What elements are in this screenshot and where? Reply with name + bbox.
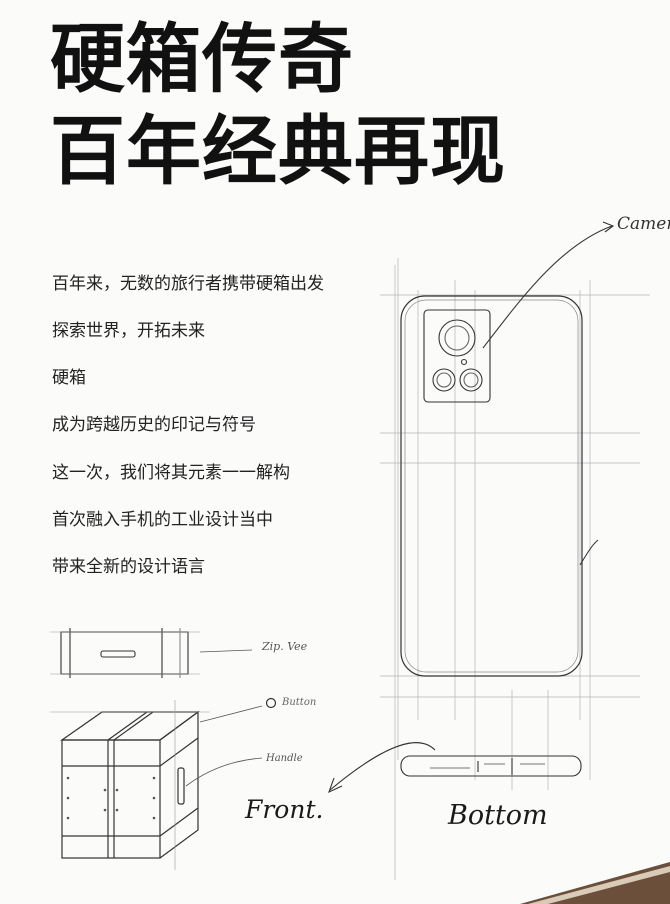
button-callout [199, 705, 263, 723]
suitcase-rivets [66, 776, 156, 820]
headline-line-1: 硬箱传奇 [50, 15, 355, 103]
design-line: 这一次，我们将其元素一一解构 [52, 463, 290, 483]
intro-line: 硬箱 [52, 368, 86, 388]
sketch-label-front: Front. [245, 795, 324, 824]
design-line: 带来全新的设计语言 [52, 557, 205, 577]
sketch-label-camera: Camera [617, 214, 670, 234]
sketch-label-bottom: Bottom [448, 800, 548, 831]
headline-line-2: 百年经典再现 [50, 107, 507, 195]
design-paragraph: 这一次，我们将其元素一一解构 首次融入手机的工业设计当中 带来全新的设计语言 [52, 465, 382, 606]
intro-paragraph: 百年来，无数的旅行者携带硬箱出发 探索世界，开拓未来 硬箱 成为跨越历史的印记与… [52, 276, 382, 464]
sketch-label-handle: Handle [266, 753, 303, 764]
sketch-label-zipper: Zip. Vee [262, 640, 308, 653]
phone-bottom-edge-sketch [400, 755, 582, 777]
handle-callout [185, 757, 263, 787]
camera-callout-arrow [482, 221, 615, 349]
bottom-callout-arrow [329, 742, 436, 791]
corner-accent-shape [520, 862, 670, 904]
suitcase-body-sketch [50, 700, 210, 870]
phone-construction-lines [380, 258, 650, 880]
zipper-callout [199, 649, 253, 653]
phone-back-outline [400, 295, 583, 677]
camera-module-sketch [423, 309, 491, 403]
button-marker-icon [265, 697, 277, 709]
sketch-label-button: Button [282, 697, 317, 708]
intro-line: 百年来，无数的旅行者携带硬箱出发 [52, 274, 324, 294]
suitcase-top-strip-sketch [50, 628, 200, 678]
design-line: 首次融入手机的工业设计当中 [52, 510, 273, 530]
intro-line: 探索世界，开拓未来 [52, 321, 205, 341]
side-curve-mark [579, 539, 599, 566]
intro-line: 成为跨越历史的印记与符号 [52, 415, 256, 435]
